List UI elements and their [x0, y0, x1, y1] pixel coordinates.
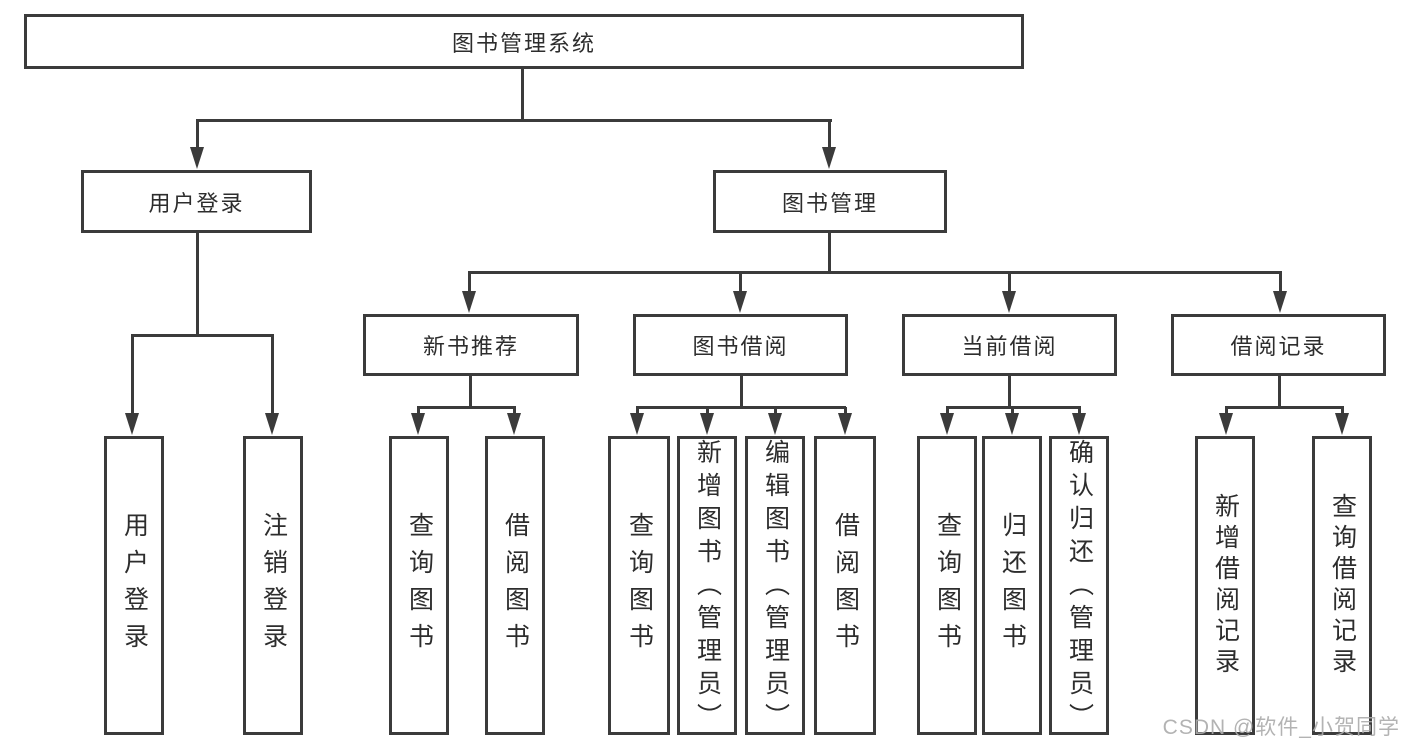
edge-line — [1225, 406, 1344, 409]
leaf-confirm-return-admin: 确认归还（管理员） — [1049, 436, 1109, 736]
leaf-query-borrow-record: 查询借阅记录 — [1312, 436, 1372, 735]
node-user-login: 用户登录 — [81, 170, 312, 233]
edge-line — [636, 406, 846, 409]
edge-line — [1225, 407, 1228, 415]
edge-arrow — [768, 413, 782, 435]
edge-line — [828, 233, 831, 273]
edge-arrow — [265, 413, 279, 435]
edge-line — [740, 376, 743, 408]
edge-arrow — [1219, 413, 1233, 435]
edge-arrow — [1002, 291, 1016, 313]
edge-arrow — [1005, 413, 1019, 435]
leaf-query-book-1: 查询图书 — [389, 436, 449, 735]
edge-line — [513, 407, 516, 415]
node-book-borrow: 图书借阅 — [633, 314, 848, 376]
edge-arrow — [940, 413, 954, 435]
leaf-return-book: 归还图书 — [982, 436, 1042, 735]
edge-line — [131, 335, 134, 413]
edge-arrow — [507, 413, 521, 435]
leaf-edit-book-admin: 编辑图书（管理员） — [745, 436, 805, 736]
node-borrow-records: 借阅记录 — [1171, 314, 1386, 376]
leaf-add-borrow-record: 新增借阅记录 — [1195, 436, 1255, 735]
edge-arrow — [733, 291, 747, 313]
edge-line — [739, 272, 742, 292]
edge-line — [196, 233, 199, 336]
node-book-management: 图书管理 — [713, 170, 947, 233]
edge-line — [706, 407, 709, 415]
edge-line — [1278, 376, 1281, 408]
edge-line — [196, 120, 199, 148]
edge-arrow — [630, 413, 644, 435]
edge-line — [417, 407, 420, 415]
edge-line — [1078, 407, 1081, 415]
node-current-borrow: 当前借阅 — [902, 314, 1117, 376]
edge-arrow — [462, 291, 476, 313]
edge-arrow — [1072, 413, 1086, 435]
edge-line — [1341, 407, 1344, 415]
leaf-borrow-book-1: 借阅图书 — [485, 436, 545, 735]
edge-line — [828, 120, 831, 148]
edge-arrow — [1273, 291, 1287, 313]
csdn-watermark: CSDN @软件_小贺同学 — [1162, 716, 1400, 739]
edge-line — [468, 272, 471, 292]
edge-line — [1008, 376, 1011, 408]
edge-arrow — [700, 413, 714, 435]
edge-arrow — [838, 413, 852, 435]
edge-line — [196, 119, 832, 122]
edge-line — [271, 335, 274, 413]
edge-line — [468, 271, 1282, 274]
leaf-query-book-2: 查询图书 — [608, 436, 670, 735]
edge-line — [844, 407, 847, 415]
leaf-user-login: 用户登录 — [104, 436, 164, 735]
leaf-logout-login: 注销登录 — [243, 436, 303, 735]
edge-line — [131, 334, 274, 337]
leaf-query-book-3: 查询图书 — [917, 436, 977, 735]
edge-arrow — [125, 413, 139, 435]
edge-line — [417, 406, 516, 409]
edge-arrow — [1335, 413, 1349, 435]
edge-line — [521, 69, 524, 121]
node-new-book-recommend: 新书推荐 — [363, 314, 579, 376]
edge-line — [1011, 407, 1014, 415]
edge-line — [946, 407, 949, 415]
edge-arrow — [190, 147, 204, 169]
edge-arrow — [822, 147, 836, 169]
edge-line — [1008, 272, 1011, 292]
edge-line — [636, 407, 639, 415]
edge-arrow — [411, 413, 425, 435]
edge-line — [1279, 272, 1282, 292]
edge-line — [774, 407, 777, 415]
leaf-borrow-book-2: 借阅图书 — [814, 436, 876, 735]
node-root: 图书管理系统 — [24, 14, 1024, 69]
leaf-add-book-admin: 新增图书（管理员） — [677, 436, 737, 736]
edge-line — [469, 376, 472, 408]
